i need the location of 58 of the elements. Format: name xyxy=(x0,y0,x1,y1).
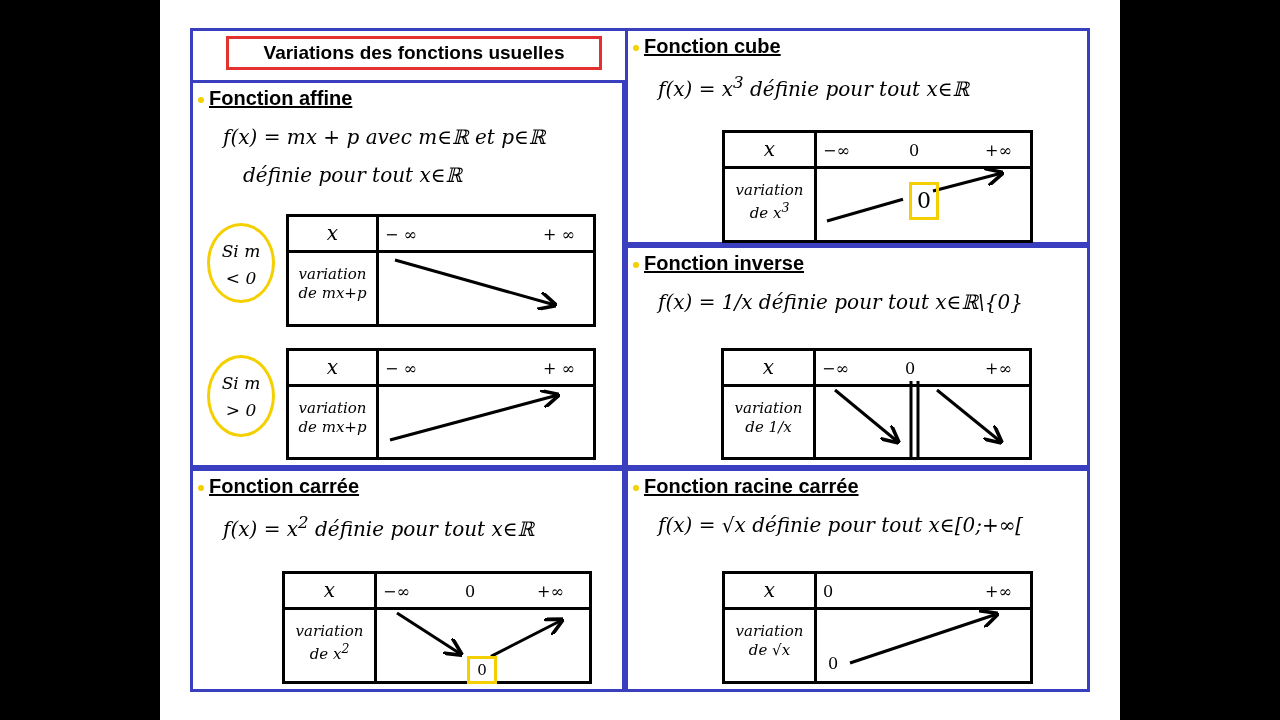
arrow xyxy=(490,617,566,658)
highlight-box: 0 xyxy=(909,182,939,220)
section-heading: Fonction racine carrée xyxy=(644,475,859,498)
formula-text: f(x) = x$^{3}$ définie pour tout x∈ℝ xyxy=(658,73,970,101)
axis-value: +∞ xyxy=(985,359,1012,378)
formula-text: f(x) = mx + p avec m∈ℝ et p∈ℝ xyxy=(223,125,546,149)
axis-value: + ∞ xyxy=(543,225,575,244)
axis-value: 0 xyxy=(905,359,916,378)
section-heading: Fonction carrée xyxy=(209,475,360,498)
title-box: Variations des fonctions usuelles xyxy=(226,36,602,70)
axis-value: − ∞ xyxy=(385,225,417,244)
section-panel xyxy=(190,468,625,692)
table-cell: x xyxy=(724,351,816,387)
formula-text: f(x) = 1/x définie pour tout x∈ℝ\{0} xyxy=(658,290,1023,314)
section-heading: Fonction cube xyxy=(644,35,781,58)
axis-value: + ∞ xyxy=(543,359,575,378)
axis-value: +∞ xyxy=(985,141,1012,160)
table-cell: x xyxy=(725,133,817,169)
condition-ellipse: Si m > 0 xyxy=(207,355,275,437)
axis-value: +∞ xyxy=(985,582,1012,601)
axis-value: +∞ xyxy=(537,582,564,601)
table-cell: variation de x$^{2}$ xyxy=(285,610,377,681)
axis-value: −∞ xyxy=(822,359,849,378)
axis-value: 0 xyxy=(909,141,920,160)
variation-table xyxy=(286,348,596,460)
variation-table xyxy=(722,571,1033,684)
axis-value: 0 xyxy=(465,582,476,601)
formula-text: définie pour tout x∈ℝ xyxy=(243,163,463,187)
axis-value: −∞ xyxy=(823,141,850,160)
table-cell: variation de √x xyxy=(725,610,817,681)
table-cell: x xyxy=(289,351,379,387)
arrow xyxy=(932,166,1006,193)
table-cell: variation de mx+p xyxy=(289,253,379,324)
table-cell: variation de x$^{3}$ xyxy=(725,169,817,240)
variation-table xyxy=(722,130,1033,243)
section-panel xyxy=(625,468,1090,692)
table-cell: x xyxy=(725,574,817,610)
variation-table xyxy=(282,571,592,684)
section-panel xyxy=(625,245,1090,468)
section-heading: Fonction inverse xyxy=(644,252,805,275)
condition-ellipse: Si m < 0 xyxy=(207,223,275,303)
section-panel xyxy=(190,80,625,468)
arrow xyxy=(396,611,465,658)
table-cell: variation de 1/x xyxy=(724,387,816,457)
table-cell: x xyxy=(289,217,379,253)
formula-text: f(x) = √x définie pour tout x∈[0;+∞[ xyxy=(658,513,1024,537)
variation-table xyxy=(721,348,1032,460)
table-cell: variation de mx+p xyxy=(289,387,379,457)
variation-table xyxy=(286,214,596,327)
table-cell: x xyxy=(285,574,377,610)
section-heading: Fonction affine xyxy=(209,87,353,110)
axis-value: − ∞ xyxy=(385,359,417,378)
section-panel xyxy=(625,28,1090,245)
axis-value: 0 xyxy=(823,582,834,601)
formula-text: f(x) = x$^{2}$ définie pour tout x∈ℝ xyxy=(223,513,535,541)
highlight-box: 0 xyxy=(467,656,497,684)
axis-value: −∞ xyxy=(383,582,410,601)
axis-value: 0 xyxy=(828,654,839,673)
